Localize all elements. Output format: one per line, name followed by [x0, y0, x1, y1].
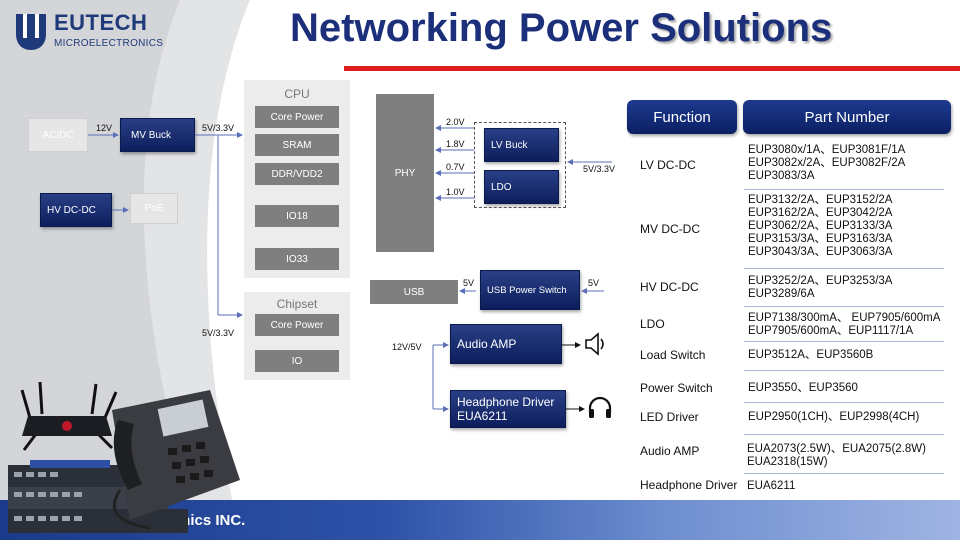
title-main: Networking Power: [290, 6, 651, 50]
label-12v-5v: 12V/5V: [392, 342, 422, 352]
networking-devices-illustration: [8, 381, 240, 533]
fn-power-switch: Power Switch: [640, 381, 713, 395]
fn-audio-amp: Audio AMP: [640, 444, 700, 458]
logo-mark-icon: [16, 14, 46, 50]
pn-ldo: EUP7138/300mA、 EUP7905/600mA EUP7905/600…: [748, 312, 941, 337]
cpu-ddr-block: DDR/VDD2: [255, 163, 339, 185]
usb-power-switch-block: USB Power Switch: [480, 270, 580, 310]
row-separator: [744, 189, 944, 190]
pn-lv-dcdc: EUP3080x/1A、EUP3081F/1A EUP3082x/2A、EUP3…: [748, 144, 906, 182]
label-5v-3v3-right: 5V/3.3V: [583, 164, 616, 174]
row-separator: [744, 268, 944, 269]
fn-ldo: LDO: [640, 317, 665, 331]
fn-lv-dcdc: LV DC-DC: [640, 158, 696, 172]
chipset-io-block: IO: [255, 350, 339, 372]
lv-buck-block: LV Buck: [484, 128, 559, 162]
speaker-icon: [585, 332, 604, 356]
cpu-panel-title: CPU: [284, 87, 310, 101]
row-separator: [744, 370, 944, 371]
mv-buck-block: MV Buck: [120, 118, 195, 152]
chipset-panel-title: Chipset: [276, 297, 318, 311]
router-image: [20, 381, 118, 451]
label-usb-5v-left: 5V: [463, 278, 475, 288]
pn-audio-amp: EUA2073(2.5W)、EUA2075(2.8W) EUA2318(15W): [747, 443, 926, 468]
acdc-block: AC/DC: [28, 118, 88, 152]
label-phy-1v0: 1.0V: [446, 187, 465, 197]
label-usb-5v-right: 5V: [588, 278, 600, 288]
network-switches-image: [8, 460, 188, 533]
label-5v-3v3-chipset: 5V/3.3V: [202, 328, 235, 338]
title-highlight: Solutions: [650, 6, 833, 50]
label-phy-2v0: 2.0V: [446, 117, 465, 127]
logo-name: EUTECH: [54, 10, 148, 35]
row-separator: [744, 306, 944, 307]
headphone-driver-block: Headphone Driver EUA6211: [450, 390, 566, 428]
lv-buck-ldo-group: [474, 122, 566, 208]
pn-mv-dcdc: EUP3132/2A、EUP3152/2A EUP3162/2A、EUP3042…: [748, 194, 893, 258]
company-logo: EUTECH MICROELECTRONICS: [14, 10, 184, 56]
headphones-icon: [588, 396, 612, 418]
cpu-io18-block: IO18: [255, 205, 339, 227]
pn-led-driver: EUP2950(1CH)、EUP2998(4CH): [748, 411, 920, 423]
title-red-rule: [344, 66, 960, 71]
desk-phone-image: [112, 390, 240, 530]
footer-company-name: onics INC.: [172, 512, 246, 529]
chipset-core-power-block: Core Power: [255, 314, 339, 336]
usb-block: USB: [370, 280, 458, 304]
label-5v-3v3-top: 5V/3.3V: [202, 123, 235, 133]
cpu-core-power-block: Core Power: [255, 106, 339, 128]
pn-headphone-driver: EUA6211: [747, 480, 796, 492]
row-separator: [744, 402, 944, 403]
row-separator: [744, 341, 944, 342]
row-separator: [744, 434, 944, 435]
table-header-function: Function: [627, 100, 737, 134]
logo-subtitle: MICROELECTRONICS: [54, 38, 164, 49]
fn-mv-dcdc: MV DC-DC: [640, 222, 700, 236]
fn-load-switch: Load Switch: [640, 348, 706, 362]
hv-dcdc-block: HV DC-DC: [40, 193, 112, 227]
label-phy-1v8: 1.8V: [446, 139, 465, 149]
audio-amp-block: Audio AMP: [450, 324, 562, 364]
ldo-block: LDO: [484, 170, 559, 204]
fn-hv-dcdc: HV DC-DC: [640, 280, 699, 294]
fn-headphone-driver: Headphone Driver: [640, 478, 738, 492]
phy-block: PHY: [376, 94, 434, 252]
table-header-part-number: Part Number: [743, 100, 951, 134]
pn-power-switch: EUP3550、EUP3560: [748, 382, 858, 394]
page-title: Networking Power Solutions: [290, 6, 832, 51]
cpu-sram-block: SRAM: [255, 134, 339, 156]
label-phy-0v7: 0.7V: [446, 162, 465, 172]
poe-block: PoE: [130, 193, 178, 224]
cpu-io33-block: IO33: [255, 248, 339, 270]
pn-hv-dcdc: EUP3252/2A、EUP3253/3A EUP3289/6A: [748, 275, 893, 300]
row-separator: [744, 473, 944, 474]
pn-load-switch: EUP3512A、EUP3560B: [748, 349, 874, 361]
label-12v: 12V: [96, 123, 113, 133]
fn-led-driver: LED Driver: [640, 410, 699, 424]
